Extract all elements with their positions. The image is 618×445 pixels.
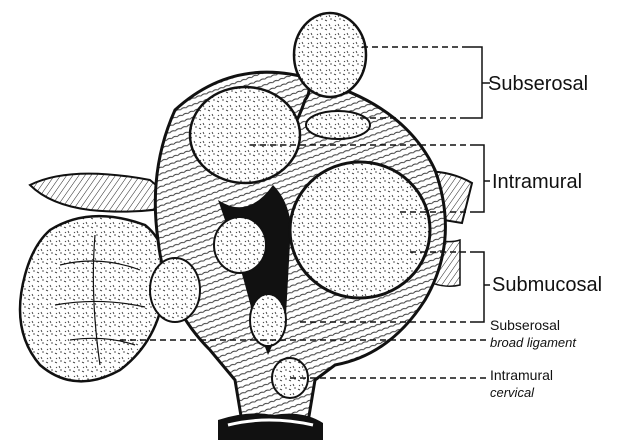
label-subserosal-broad-sub: broad ligament bbox=[490, 336, 576, 349]
intramural-fibroid-large bbox=[290, 162, 430, 298]
intramural-fibroid-upper bbox=[190, 87, 300, 183]
label-intramural: Intramural bbox=[492, 172, 582, 192]
vagina bbox=[218, 413, 323, 440]
broad-ligament-fibroid bbox=[20, 216, 166, 381]
label-submucosal: Submucosal bbox=[492, 275, 602, 295]
subserosal-fibroid-side bbox=[150, 258, 200, 322]
label-intramural-cervical-sub: cervical bbox=[490, 386, 534, 399]
subserosal-fibroid-small bbox=[306, 111, 370, 139]
submucosal-fibroid-cavity bbox=[250, 294, 286, 346]
subserosal-fibroid-pedunculated bbox=[294, 13, 366, 97]
submucosal-fibroid-left bbox=[214, 217, 266, 273]
label-subserosal: Subserosal bbox=[488, 74, 588, 94]
label-intramural-cervical-title: Intramural bbox=[490, 368, 553, 382]
label-subserosal-broad-title: Subserosal bbox=[490, 318, 560, 332]
